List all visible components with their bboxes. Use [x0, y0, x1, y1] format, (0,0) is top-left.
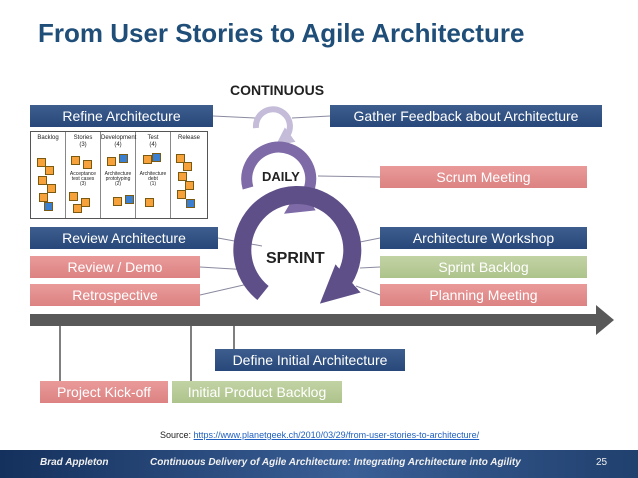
- board-header-backlog: Backlog: [37, 135, 59, 141]
- cycle-continuous: CONTINUOUS: [230, 82, 325, 98]
- connector-sprint-backlog: [359, 266, 381, 269]
- connector-gather-feedback: [291, 115, 331, 119]
- connector-scrum-meeting: [317, 175, 381, 178]
- sprint-cycle-arrow: [233, 186, 362, 304]
- board-sticky-note: [37, 158, 46, 167]
- label-review-demo: Review / Demo: [30, 256, 200, 278]
- board-sticky-note: [44, 202, 53, 211]
- slide-title: From User Stories to Agile Architecture: [38, 18, 525, 48]
- stem-project-kickoff: [59, 326, 61, 381]
- timeline-arrow: [30, 305, 614, 335]
- board-sticky-note: [71, 156, 80, 165]
- footer-author: Brad Appleton: [40, 457, 109, 468]
- board-sticky-note: [47, 184, 56, 193]
- label-sprint-backlog: Sprint Backlog: [380, 256, 587, 278]
- board-header-test: Test (4): [147, 135, 159, 148]
- source-prefix: Source:: [160, 430, 194, 440]
- source-link[interactable]: https://www.planetgeek.ch/2010/03/29/fro…: [193, 430, 480, 440]
- board-sticky-note: [81, 198, 90, 207]
- board-column-divider: [65, 132, 66, 218]
- board-sticky-note: [152, 153, 161, 162]
- board-note-architecture-prototyping: Architecture prototyping (2): [104, 171, 132, 187]
- label-project-kickoff: Project Kick-off: [40, 381, 168, 403]
- connector-refine-architecture: [212, 115, 256, 119]
- footer-subtitle: Continuous Delivery of Agile Architectur…: [150, 457, 521, 468]
- cycle-sprint: SPRINT: [266, 250, 325, 267]
- board-header-development: Development (4): [101, 135, 137, 148]
- stem-define-initial-architecture: [233, 326, 235, 349]
- board-column-divider: [100, 132, 101, 218]
- board-sticky-note: [186, 199, 195, 208]
- board-sticky-note: [119, 154, 128, 163]
- board-sticky-note: [177, 190, 186, 199]
- board-sticky-note: [39, 193, 48, 202]
- page-number: 25: [596, 457, 608, 468]
- label-scrum-meeting: Scrum Meeting: [380, 166, 587, 188]
- label-retrospective: Retrospective: [30, 284, 200, 306]
- label-review-architecture: Review Architecture: [30, 227, 218, 249]
- label-refine-architecture: Refine Architecture: [30, 105, 213, 127]
- board-note-architecture-debt: Architecture debt (1): [139, 171, 167, 187]
- board-sticky-note: [125, 195, 134, 204]
- board-column-divider: [170, 132, 171, 218]
- board-sticky-note: [45, 166, 54, 175]
- board-sticky-note: [113, 197, 122, 206]
- board-column-divider: [135, 132, 136, 218]
- board-header-stories: Stories (3): [73, 135, 93, 148]
- board-sticky-note: [178, 172, 187, 181]
- board-sticky-note: [69, 192, 78, 201]
- board-sticky-note: [185, 181, 194, 190]
- board-sticky-note: [38, 176, 47, 185]
- board-note-acceptance-tests: Acceptance test cases (3): [69, 171, 97, 187]
- label-initial-product-backlog: Initial Product Backlog: [172, 381, 342, 403]
- board-header-release: Release: [177, 135, 200, 141]
- label-gather-feedback: Gather Feedback about Architecture: [330, 105, 602, 127]
- continuous-cycle-arrow: [252, 106, 296, 146]
- connector-planning-meeting: [355, 285, 381, 296]
- board-sticky-note: [83, 160, 92, 169]
- board-sticky-note: [73, 204, 82, 213]
- board-sticky-note: [107, 157, 116, 166]
- stem-initial-product-backlog: [190, 326, 192, 381]
- kanban-board: Backlog Stories (3) Development (4) Test…: [30, 131, 208, 219]
- board-sticky-note: [176, 154, 185, 163]
- label-planning-meeting: Planning Meeting: [380, 284, 587, 306]
- footer-bar: Brad Appleton Continuous Delivery of Agi…: [0, 450, 638, 478]
- board-sticky-note: [145, 198, 154, 207]
- cycle-daily: DAILY: [262, 169, 300, 184]
- connector-retrospective: [199, 283, 249, 296]
- board-sticky-note: [183, 162, 192, 171]
- source-citation: Source: https://www.planetgeek.ch/2010/0…: [160, 430, 479, 440]
- label-define-initial-architecture: Define Initial Architecture: [215, 349, 405, 371]
- label-architecture-workshop: Architecture Workshop: [380, 227, 587, 249]
- board-sticky-note: [143, 155, 152, 164]
